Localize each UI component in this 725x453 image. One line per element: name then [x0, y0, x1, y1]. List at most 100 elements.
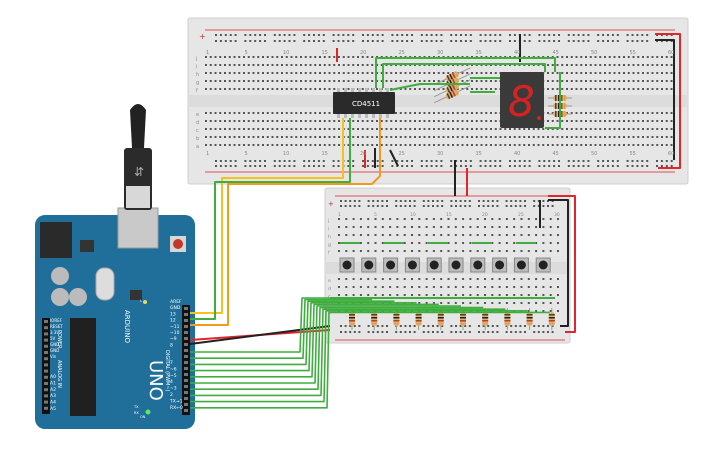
digital-input-wire: [190, 298, 373, 359]
hole: [347, 128, 350, 130]
pushbutton-cap[interactable]: [473, 260, 483, 270]
hole: [435, 40, 438, 42]
hole: [585, 136, 587, 138]
header-pin: [184, 373, 188, 376]
hole: [433, 120, 435, 122]
hole: [414, 88, 416, 90]
hole: [380, 120, 383, 122]
hole: [469, 218, 472, 220]
hole: [399, 128, 402, 130]
hole: [308, 40, 311, 42]
hole: [538, 160, 541, 162]
hole: [450, 34, 453, 36]
hole: [535, 310, 538, 312]
hole: [252, 72, 255, 74]
hole: [389, 278, 392, 280]
hole: [366, 80, 369, 82]
hole: [238, 80, 241, 82]
top-row-letter: j: [195, 56, 197, 62]
reset-button-cap[interactable]: [173, 239, 183, 249]
power-label: POWER: [56, 330, 62, 349]
hole: [631, 165, 634, 167]
header-pin: [44, 406, 48, 410]
pushbutton-cap[interactable]: [342, 260, 352, 270]
hole: [665, 64, 668, 66]
hole: [427, 205, 430, 207]
hole: [558, 160, 560, 162]
arduino-pin-labels: AREFGND1312~11~10~987~6~54~32TX→1RX←0IOR…: [50, 299, 183, 419]
hole: [399, 80, 402, 82]
hole: [281, 88, 283, 90]
hole: [332, 165, 335, 167]
hole: [509, 160, 511, 162]
hole: [440, 226, 443, 228]
resistor-band: [526, 314, 533, 316]
hole: [228, 128, 231, 130]
header-pin: [44, 375, 48, 379]
pushbutton-cap[interactable]: [407, 260, 417, 270]
bottom-column-number: 1: [338, 212, 341, 218]
pushbutton-cap[interactable]: [495, 260, 505, 270]
hole: [406, 34, 409, 36]
hole: [285, 136, 288, 138]
hole: [367, 200, 370, 202]
hole: [460, 34, 462, 36]
hole: [464, 165, 467, 167]
hole: [262, 112, 264, 114]
hole: [366, 136, 369, 138]
hole: [252, 136, 255, 138]
hole: [442, 136, 445, 138]
hole: [505, 286, 508, 288]
pushbutton-cap[interactable]: [538, 260, 548, 270]
hole: [527, 278, 530, 280]
seven-segment-display[interactable]: 8: [500, 72, 544, 128]
hole: [589, 144, 592, 146]
pushbutton-cap[interactable]: [516, 260, 526, 270]
hole: [580, 120, 583, 122]
hole: [468, 205, 471, 207]
hole: [352, 250, 355, 252]
hole: [505, 325, 508, 327]
hole: [513, 226, 516, 228]
hole: [290, 120, 293, 122]
hole: [418, 88, 421, 90]
hole: [498, 242, 501, 244]
hole: [404, 112, 407, 114]
pushbutton-cap[interactable]: [451, 260, 461, 270]
hole: [551, 325, 554, 327]
hole: [322, 40, 325, 42]
hole: [361, 56, 364, 58]
hole: [328, 120, 331, 122]
hole: [411, 226, 413, 228]
hole: [440, 160, 443, 162]
hole: [414, 120, 416, 122]
pushbutton-cap[interactable]: [429, 260, 439, 270]
hole: [572, 34, 575, 36]
hole: [577, 160, 580, 162]
hole: [323, 144, 326, 146]
hole: [347, 40, 350, 42]
hole: [642, 56, 644, 58]
pushbutton-cap[interactable]: [386, 260, 396, 270]
hole: [499, 34, 502, 36]
hole: [509, 165, 511, 167]
hole: [396, 286, 399, 288]
hole: [475, 136, 478, 138]
hole: [323, 120, 326, 122]
cd4511-chip[interactable]: CD4511: [333, 88, 395, 118]
pushbutton-cap[interactable]: [364, 260, 374, 270]
hole: [478, 325, 480, 327]
bottom-row-letter: i: [328, 226, 329, 232]
header-pin: [184, 385, 188, 388]
hole: [566, 80, 568, 82]
hole: [661, 120, 663, 122]
hole: [401, 34, 404, 36]
hole: [585, 128, 587, 130]
hole: [264, 165, 266, 167]
hole: [381, 234, 384, 236]
hole: [455, 200, 457, 202]
hole: [238, 128, 241, 130]
hole: [585, 112, 587, 114]
arduino-uno[interactable]: ⇵ UNO ARDUINO ANALOG IN POWER DIGITAL (P…: [35, 104, 195, 429]
